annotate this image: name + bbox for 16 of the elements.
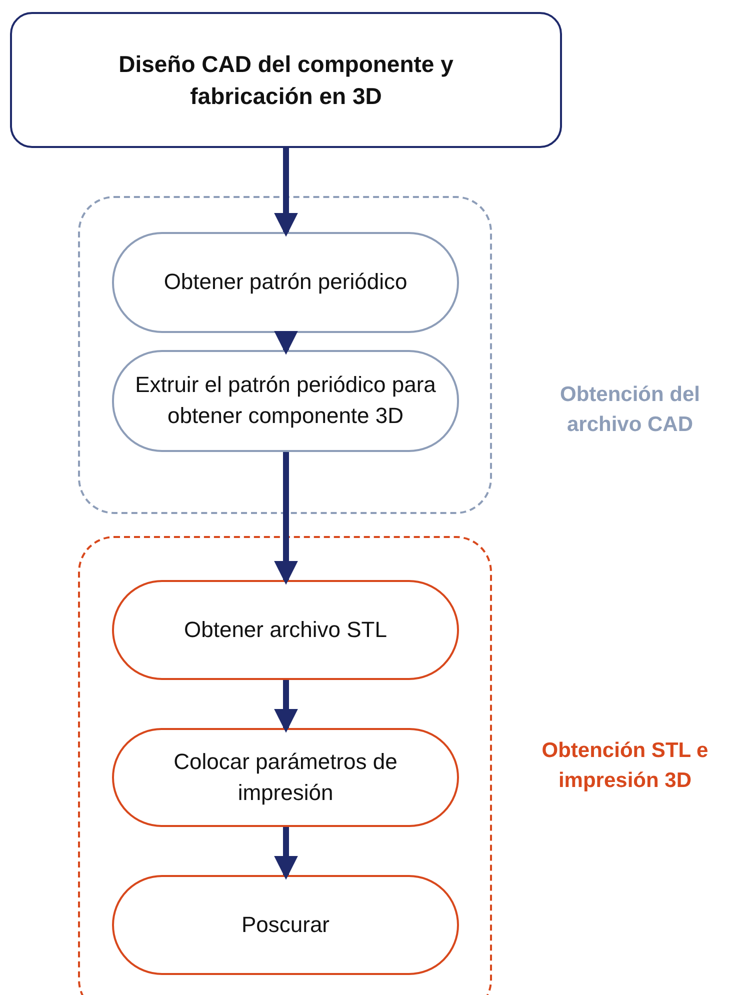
- step-label: Extruir el patrón periódico para obtener componente 3D: [134, 371, 437, 430]
- group-frame: [78, 536, 492, 995]
- process-box: [10, 12, 562, 148]
- group-frame: [78, 196, 492, 514]
- step-label: Colocar parámetros de impresión: [172, 748, 398, 807]
- step-label: Obtener archivo STL: [184, 616, 387, 644]
- arrow: [274, 827, 298, 880]
- group-title: Obtención del archivo CAD: [558, 382, 701, 438]
- step-label: Diseño CAD del componente y fabricación en 3D: [118, 50, 454, 111]
- step-label: Poscurar: [241, 910, 330, 939]
- arrow: [274, 148, 298, 237]
- group-title: Obtención STL e impresión 3D: [540, 738, 710, 794]
- step-label: Obtener patrón periódico: [164, 268, 408, 296]
- arrow: [274, 452, 298, 585]
- arrow: [274, 680, 298, 733]
- arrow: [274, 330, 298, 355]
